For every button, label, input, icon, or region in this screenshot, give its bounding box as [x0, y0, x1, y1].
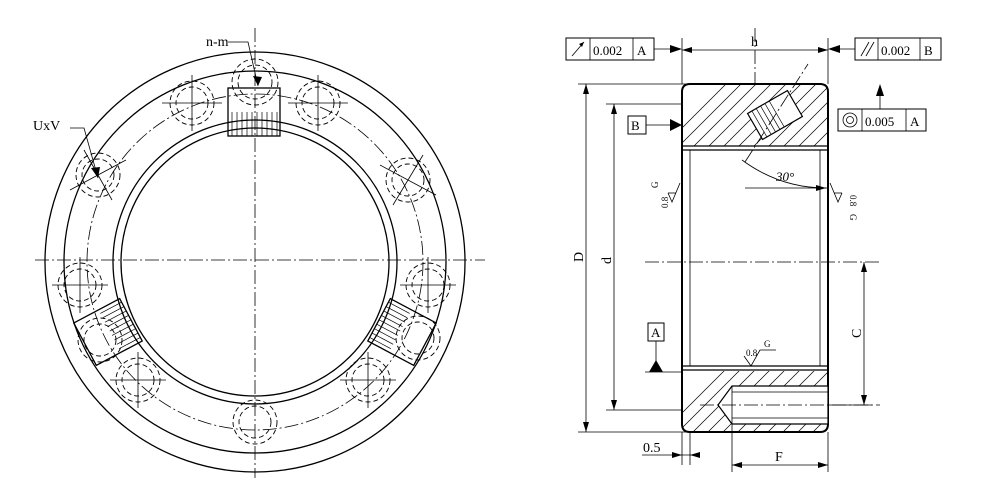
concentricity-icon [842, 112, 858, 128]
roughness-symbol-right: 0.8 G [829, 182, 858, 221]
svg-text:B: B [631, 118, 640, 133]
hole-size-label: UxV [33, 119, 60, 134]
svg-text:0.002: 0.002 [593, 43, 622, 58]
threaded-hole-left [72, 297, 144, 367]
dim-offset-label: 0.5 [643, 441, 661, 456]
parallelism-icon [860, 41, 875, 57]
svg-text:0.002: 0.002 [881, 43, 910, 58]
thread-count-label: n-m [206, 35, 229, 50]
hole-size-leader [70, 127, 99, 179]
threaded-hole-right [366, 297, 438, 367]
bore-outer-circle [112, 119, 398, 405]
svg-text:A: A [910, 114, 920, 129]
svg-text:G: G [650, 181, 660, 188]
runout-icon [571, 41, 585, 57]
thread-count-leader [228, 41, 259, 87]
svg-text:B: B [924, 43, 933, 58]
section-outline [681, 83, 829, 433]
datum-B: B [627, 115, 682, 135]
svg-text:G: G [764, 339, 771, 349]
dim-h-label: h [751, 35, 758, 50]
dim-D-label: D [572, 252, 587, 262]
svg-text:0.005: 0.005 [865, 114, 894, 129]
svg-text:0.8: 0.8 [746, 348, 758, 358]
datum-A: A [645, 322, 682, 373]
bore-inner-circle [120, 127, 390, 397]
roughness-symbol-bottom: 0.8 G [743, 339, 776, 367]
svg-text:0.8: 0.8 [848, 195, 858, 207]
bolt-circle [86, 93, 424, 431]
threaded-hole-top [227, 87, 281, 137]
bolt-holes [52, 58, 456, 445]
front-view: n-m UxV [33, 28, 485, 478]
side-view: h D d C F 0.5 [572, 28, 880, 472]
dim-d-label: d [600, 257, 615, 264]
parallelism-frame: 0.002 B [828, 37, 942, 61]
roughness-symbol-left: G 0.8 [650, 181, 681, 208]
outer-flange-circle [44, 51, 466, 473]
svg-text:A: A [637, 43, 647, 58]
concentricity-frame: 0.005 A [837, 84, 927, 132]
dim-C-label: C [850, 329, 865, 338]
dim-F-label: F [775, 450, 783, 465]
angle-label: 30° [775, 169, 794, 184]
svg-text:A: A [651, 325, 661, 340]
svg-text:G: G [848, 214, 858, 221]
runout-frame: 0.002 A [565, 37, 682, 61]
svg-text:0.8: 0.8 [660, 196, 670, 208]
